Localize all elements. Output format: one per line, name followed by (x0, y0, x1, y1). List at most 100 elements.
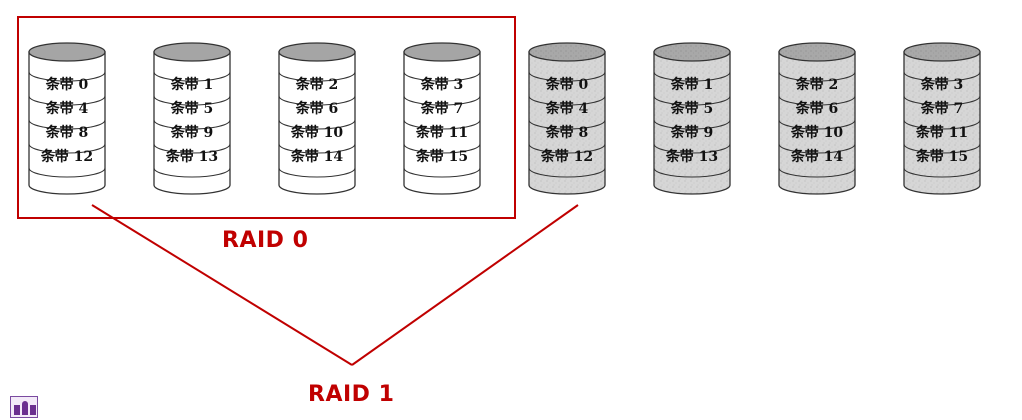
stripe-divider (403, 143, 481, 154)
stripe-divider (278, 167, 356, 178)
stripe-divider (153, 143, 231, 154)
stripe-divider (278, 95, 356, 106)
stripe-divider (653, 143, 731, 154)
stripe-label: 条带 13 (665, 148, 718, 165)
stripe-divider (778, 119, 856, 130)
stripe-label: 条带 0 (45, 76, 89, 93)
stripe-divider (653, 95, 731, 106)
stripe-label: 条带 4 (545, 100, 589, 117)
stripe-label: 条带 2 (795, 76, 839, 93)
raid0-disk: 条带 1 条带 5 条带 9 条带 13 (153, 42, 231, 195)
disk-top (28, 42, 106, 62)
stripe-divider (28, 167, 106, 178)
stripe-label: 条带 9 (670, 124, 714, 141)
stripe-divider (528, 71, 606, 82)
stripe-divider (278, 71, 356, 82)
disk-body (153, 51, 231, 195)
mirror-disk: 条带 1 条带 5 条带 9 条带 13 (653, 42, 731, 195)
stripe-divider (278, 143, 356, 154)
stripe-label: 条带 11 (415, 124, 468, 141)
stripe-divider (403, 119, 481, 130)
stripe-divider (528, 167, 606, 178)
stripe-label: 条带 12 (540, 148, 593, 165)
raid0-disk: 条带 0 条带 4 条带 8 条带 12 (28, 42, 106, 195)
disk-body (653, 51, 731, 195)
disk-body (28, 51, 106, 195)
stripe-divider (28, 143, 106, 154)
disk-body (778, 51, 856, 195)
stripe-label: 条带 1 (170, 76, 214, 93)
stripe-divider (903, 143, 981, 154)
disk-top (653, 42, 731, 62)
raid1-connector-right (351, 204, 579, 366)
disk-top (528, 42, 606, 62)
stripe-divider (403, 167, 481, 178)
stripe-label: 条带 11 (915, 124, 968, 141)
disk-top (403, 42, 481, 62)
stripe-label: 条带 7 (920, 100, 964, 117)
stripe-divider (28, 119, 106, 130)
disk-top (153, 42, 231, 62)
stripe-divider (778, 143, 856, 154)
raid1-connector-left (91, 204, 353, 366)
stripe-divider (528, 143, 606, 154)
stripe-divider (528, 95, 606, 106)
mirror-disk: 条带 0 条带 4 条带 8 条带 12 (528, 42, 606, 195)
stripe-label: 条带 14 (790, 148, 844, 165)
stripe-divider (653, 119, 731, 130)
stripe-divider (778, 95, 856, 106)
disk-top (778, 42, 856, 62)
raid1-label: RAID 1 (308, 382, 395, 407)
raid0-disk: 条带 3 条带 7 条带 11 条带 15 (403, 42, 481, 195)
stripe-divider (528, 119, 606, 130)
stripe-divider (903, 95, 981, 106)
stripe-divider (778, 71, 856, 82)
disk-body (403, 51, 481, 195)
raid0-label: RAID 0 (222, 228, 309, 253)
stripe-label: 条带 13 (165, 148, 218, 165)
raid0-group-box (17, 16, 516, 219)
raid0-disk: 条带 2 条带 6 条带 10 条带 14 (278, 42, 356, 195)
stripe-divider (903, 167, 981, 178)
stripe-divider (903, 71, 981, 82)
stripe-divider (28, 71, 106, 82)
stripe-divider (778, 167, 856, 178)
stripe-divider (153, 71, 231, 82)
stripe-divider (153, 119, 231, 130)
stripe-label: 条带 8 (45, 124, 89, 141)
stripe-label: 条带 3 (420, 76, 464, 93)
stripe-label: 条带 8 (545, 124, 589, 141)
stripe-label: 条带 9 (170, 124, 214, 141)
stripe-divider (653, 71, 731, 82)
stripe-label: 条带 12 (40, 148, 93, 165)
stripe-label: 条带 0 (545, 76, 589, 93)
stripe-divider (153, 95, 231, 106)
stripe-divider (278, 119, 356, 130)
disk-top (278, 42, 356, 62)
stripe-divider (28, 95, 106, 106)
stripe-label: 条带 2 (295, 76, 339, 93)
stripe-label: 条带 5 (670, 100, 714, 117)
stripe-label: 条带 7 (420, 100, 464, 117)
stripe-label: 条带 5 (170, 100, 214, 117)
stripe-divider (653, 167, 731, 178)
stripe-label: 条带 10 (790, 124, 844, 141)
stripe-label: 条带 4 (45, 100, 89, 117)
stripe-divider (153, 167, 231, 178)
stripe-label: 条带 1 (670, 76, 714, 93)
university-logo-icon (10, 396, 38, 418)
stripe-label: 条带 15 (415, 148, 468, 165)
stripe-label: 条带 6 (295, 100, 339, 117)
disk-body (528, 51, 606, 195)
disk-body (903, 51, 981, 195)
stripe-divider (403, 71, 481, 82)
disk-top (903, 42, 981, 62)
stripe-label: 条带 15 (915, 148, 968, 165)
stripe-divider (903, 119, 981, 130)
stripe-label: 条带 14 (290, 148, 344, 165)
stripe-label: 条带 10 (290, 124, 344, 141)
